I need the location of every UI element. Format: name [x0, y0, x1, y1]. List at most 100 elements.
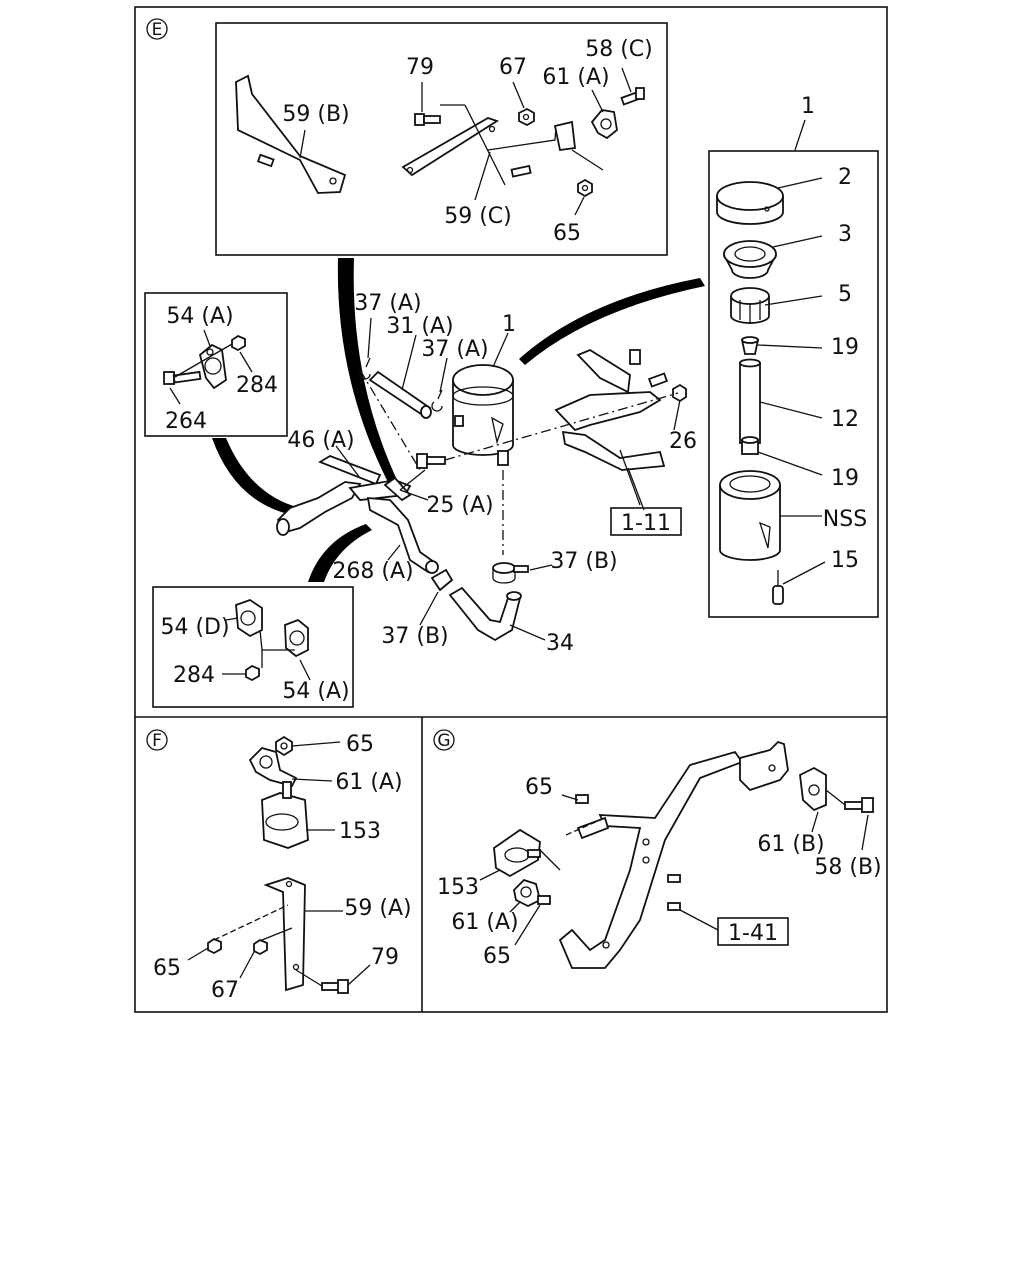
- callout-15: 15: [831, 548, 859, 573]
- callout-61a: 61 (A): [542, 65, 609, 90]
- bolt-264: [163, 370, 202, 385]
- svg-text:E: E: [152, 20, 163, 40]
- f-callout-153: 153: [339, 819, 381, 844]
- pipe-46a: [317, 455, 382, 486]
- inset-clamp-54d-box: [152, 586, 354, 708]
- nut-284-upper: [231, 334, 246, 352]
- f-callout-79: 79: [371, 945, 399, 970]
- clamp-54d: [235, 599, 263, 638]
- tube-12: [739, 358, 761, 444]
- spacer-19-top: [740, 336, 760, 355]
- clip-37a-1: [359, 357, 371, 380]
- g-nut-65-upper: [575, 794, 589, 804]
- g-callout-153: 153: [437, 875, 479, 900]
- callout-59b: 59 (B): [282, 102, 349, 127]
- callout-nss: NSS: [823, 507, 867, 532]
- callout-19-bottom: 19: [831, 466, 859, 491]
- callout-58c: 58 (C): [585, 37, 653, 62]
- ref-box-1-11[interactable]: 1-11: [610, 507, 682, 536]
- svg-text:G: G: [437, 731, 450, 751]
- leader-lines-54a: [169, 329, 253, 405]
- f-bolt-79: [321, 979, 349, 994]
- clamp-54a: [198, 343, 227, 390]
- leader-lines-main: [335, 317, 681, 641]
- callout-54d: 54 (D): [160, 615, 229, 640]
- nut-67-top: [518, 107, 535, 127]
- clamp-54a-lower: [284, 618, 309, 658]
- nut-284-lower: [245, 664, 260, 682]
- ref-box-1-41[interactable]: 1-41: [717, 917, 789, 946]
- clamp-61a-top: [590, 109, 618, 140]
- g-bolt-58b: [844, 797, 874, 813]
- f-nut-65-lower: [207, 937, 222, 955]
- f-callout-67: 67: [211, 978, 239, 1003]
- bracket-59b: [235, 74, 347, 194]
- f-clamp-61a: [248, 746, 298, 788]
- callout-284-upper: 284: [236, 373, 278, 398]
- callout-19-top: 19: [831, 335, 859, 360]
- inset-clamp-54a-box: [144, 292, 288, 437]
- callout-54a-upper: 54 (A): [166, 304, 233, 329]
- bolt-stud-59c: [510, 164, 532, 178]
- outer-frame: [134, 6, 888, 1013]
- f-mount-153: [261, 781, 309, 849]
- bolt-26: [672, 383, 687, 403]
- f-nut-67: [253, 938, 268, 956]
- g-frame-bracket: [558, 740, 789, 969]
- callout-37a-2: 37 (A): [421, 337, 488, 362]
- inset-reservoir-box: [708, 150, 879, 618]
- spacer-19-bottom: [741, 436, 759, 455]
- callout-26: 26: [669, 429, 697, 454]
- g-clamp-61b: [799, 766, 827, 812]
- reservoir-bracket: [554, 348, 669, 506]
- g-callout-58b: 58 (B): [814, 855, 881, 880]
- pointer-arcs: [212, 258, 705, 582]
- callout-67: 67: [499, 55, 527, 80]
- filter-15: [772, 570, 784, 605]
- callout-1-reservoir: 1: [502, 312, 516, 337]
- svg-text:1-11: 1-11: [621, 511, 671, 536]
- callout-37b-upper: 37 (B): [550, 549, 617, 574]
- callout-284-lower: 284: [173, 663, 215, 688]
- callout-59c: 59 (C): [444, 204, 512, 229]
- retainer-5: [730, 287, 770, 324]
- callout-25a: 25 (A): [426, 493, 493, 518]
- svg-text:1-41: 1-41: [728, 921, 778, 946]
- bracket-59c: [401, 117, 576, 177]
- callout-5: 5: [838, 282, 852, 307]
- callout-37b-lower: 37 (B): [381, 624, 448, 649]
- callout-1-top: 1: [801, 94, 815, 119]
- f-callout-65-lower: 65: [153, 956, 181, 981]
- callout-65: 65: [553, 221, 581, 246]
- clip-37a-2: [431, 389, 443, 412]
- nut-65-top: [577, 178, 593, 198]
- hose-34: [448, 586, 522, 642]
- callout-268a: 268 (A): [332, 559, 413, 584]
- section-mark-e: E: [146, 18, 168, 40]
- g-callout-65-upper: 65: [525, 775, 553, 800]
- g-clamp-61a: [513, 878, 542, 908]
- section-mark-f: F: [146, 729, 168, 751]
- g-callout-61a: 61 (A): [451, 910, 518, 935]
- g-bracket-plate: [576, 816, 610, 840]
- clamp-37b-upper: [492, 562, 529, 584]
- clip-37b-lower: [430, 568, 454, 592]
- f-nut-65: [275, 735, 293, 757]
- f-callout-65: 65: [346, 732, 374, 757]
- bolt-79-top: [414, 113, 441, 126]
- callout-2: 2: [838, 165, 852, 190]
- callout-37a-1: 37 (A): [354, 291, 421, 316]
- leader-lines-top-inset: [299, 67, 632, 216]
- f-callout-61a: 61 (A): [335, 770, 402, 795]
- reservoir-cap-2: [716, 181, 784, 225]
- seal-3: [723, 240, 777, 279]
- hose-268a: [366, 496, 439, 574]
- g-nut-65-lower: [537, 895, 551, 905]
- callout-3: 3: [838, 222, 852, 247]
- bolt-58c-top: [620, 87, 645, 106]
- callout-12: 12: [831, 407, 859, 432]
- g-leader-lines: [479, 789, 869, 946]
- callout-79: 79: [406, 55, 434, 80]
- g-callout-65-lower: 65: [483, 944, 511, 969]
- callout-34: 34: [546, 631, 574, 656]
